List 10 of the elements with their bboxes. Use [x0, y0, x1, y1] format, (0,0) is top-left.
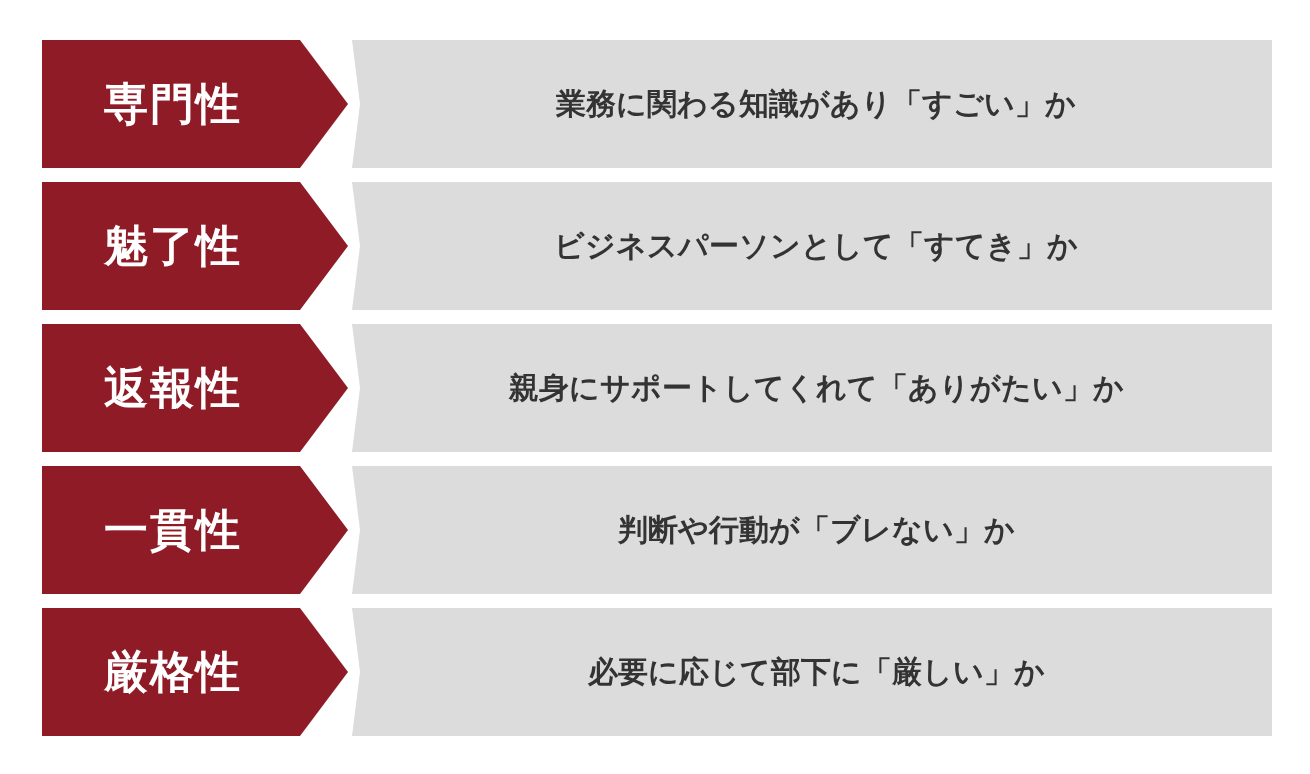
description-band: 親身にサポートしてくれて「ありがたい」か: [352, 324, 1272, 452]
chevron-label: 一貫性: [42, 466, 348, 594]
description-band: ビジネスパーソンとして「すてき」か: [352, 182, 1272, 310]
chevron-label: 専門性: [42, 40, 348, 168]
description-band: 判断や行動が「ブレない」か: [352, 466, 1272, 594]
chevron-label: 厳格性: [42, 608, 348, 736]
description-band: 必要に応じて部下に「厳しい」か: [352, 608, 1272, 736]
chevron-label: 魅了性: [42, 182, 348, 310]
chevron-label: 返報性: [42, 324, 348, 452]
description-band: 業務に関わる知識があり「すごい」か: [352, 40, 1272, 168]
